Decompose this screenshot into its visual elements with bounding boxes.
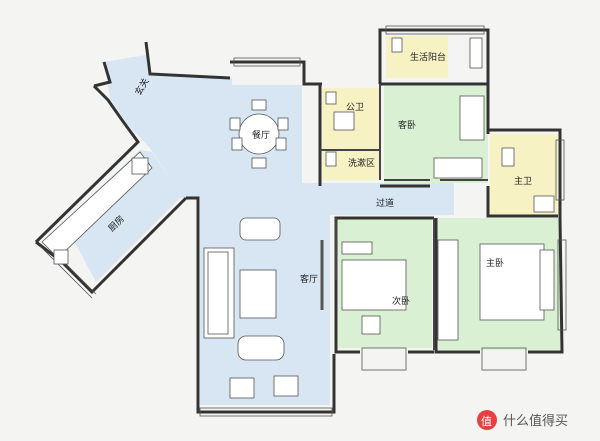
watermark-badge-icon bbox=[477, 410, 497, 430]
room-label-wash-area: 洗漱区 bbox=[348, 157, 375, 169]
room-label-life-balcony: 生活阳台 bbox=[410, 51, 446, 63]
guest-bed bbox=[433, 95, 485, 179]
public-bath-fixtures bbox=[325, 91, 355, 167]
second-bedroom-bed bbox=[341, 241, 407, 335]
room-label-master-bedroom: 主卧 bbox=[486, 257, 504, 269]
balcony-fixtures bbox=[391, 37, 483, 69]
room-label-master-bath: 主卫 bbox=[514, 175, 532, 187]
room-label-corridor: 过道 bbox=[376, 197, 394, 209]
master-bedroom-bed bbox=[437, 239, 555, 341]
master-bath-fixtures bbox=[501, 147, 555, 213]
dining-table bbox=[229, 99, 289, 169]
watermark-badge-text: 值 bbox=[481, 415, 492, 428]
room-label-guest-bedroom: 客卧 bbox=[398, 119, 416, 131]
kitchen-floor bbox=[64, 150, 182, 282]
watermark-text: 什么值得买 bbox=[503, 413, 568, 429]
watermark: 值 什么值得买 bbox=[477, 410, 568, 430]
room-label-dining: 餐厅 bbox=[252, 129, 270, 141]
kitchen-counter bbox=[41, 151, 153, 265]
walls bbox=[34, 28, 564, 414]
room-label-second-bedroom: 次卧 bbox=[392, 295, 410, 307]
room-label-living: 客厅 bbox=[300, 273, 318, 285]
corridor-floor bbox=[302, 183, 454, 215]
windows bbox=[39, 25, 567, 417]
room-label-public-bath: 公卫 bbox=[346, 102, 364, 113]
interior-walls bbox=[320, 84, 488, 350]
living-furniture bbox=[203, 217, 324, 399]
